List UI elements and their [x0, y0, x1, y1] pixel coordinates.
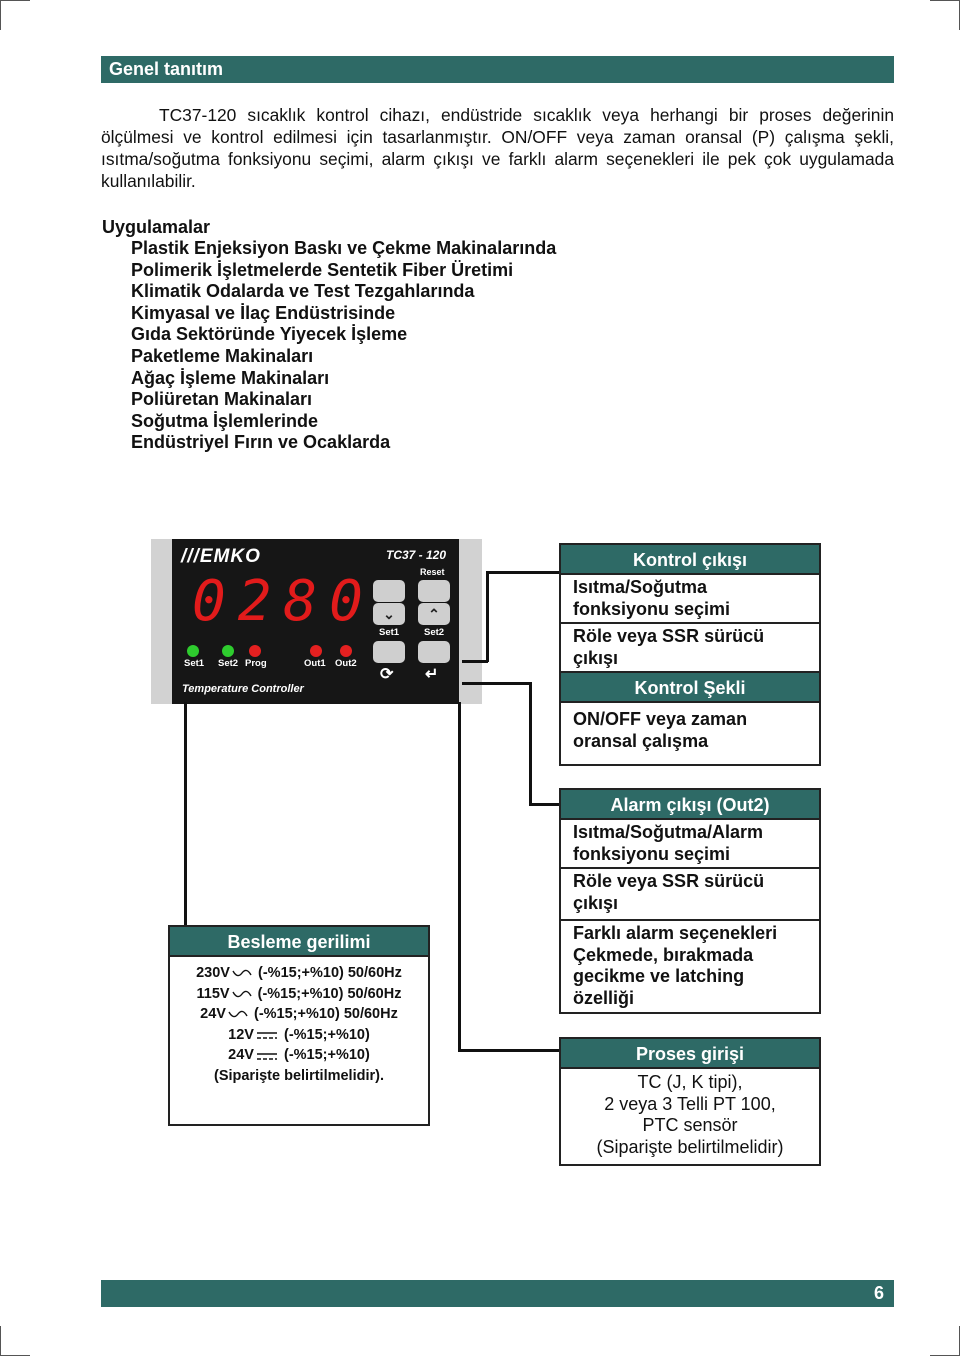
connector-line — [462, 660, 488, 663]
process-input-line: (Siparişte belirtilmelidir) — [596, 1136, 784, 1157]
application-item: Endüstriyel Fırın ve Ocaklarda — [131, 432, 391, 453]
power-supply-title: Besleme gerilimi — [170, 927, 428, 957]
process-input-line: TC (J, K tipi), — [637, 1072, 743, 1092]
prog-led — [249, 645, 261, 657]
application-item: Soğutma İşlemlerinde — [131, 410, 319, 431]
alarm-output-row: Röle veya SSR sürücü çıkışı — [561, 869, 819, 921]
application-item: Plastik Enjeksiyon Baskı ve Çekme Makina… — [131, 238, 557, 258]
application-item: Klimatik Odalarda ve Test Tezgahlarında — [131, 281, 475, 302]
crop-mark-bottom-right — [930, 1326, 960, 1356]
applications-title: Uygulamalar — [102, 217, 211, 237]
button-label: Set2 — [424, 627, 445, 638]
alarm-output-box: Alarm çıkışı (Out2) Isıtma/Soğutma/Alarm… — [559, 788, 821, 1014]
connector-line — [486, 571, 489, 662]
brand-logo: ///EMKO — [181, 546, 261, 567]
set1-led — [187, 645, 199, 657]
chevron-up-icon: ⌃ — [428, 605, 440, 622]
dc-symbol-icon — [256, 1032, 277, 1039]
process-input-title: Proses girişi — [561, 1039, 819, 1069]
cycle-icon: ⟳ — [380, 666, 394, 683]
section-title: Genel tanıtım — [109, 59, 224, 79]
connector-line — [529, 682, 532, 805]
down-button[interactable]: ⌄ — [373, 603, 405, 625]
application-item: Kimyasal ve İlaç Endüstrisinde — [131, 302, 396, 323]
dc-symbol-icon — [256, 1052, 277, 1060]
process-input-box: Proses girişi TC (J, K tipi), 2 veya 3 T… — [559, 1037, 821, 1166]
led-display: 0280 — [192, 569, 375, 634]
control-output-box: Kontrol çıkışı Isıtma/Soğutma fonksiyonu… — [559, 543, 821, 766]
power-supply-line: 24V (-%15;+%10) 50/60Hz — [200, 1006, 398, 1023]
reset-right-button[interactable] — [418, 580, 450, 602]
chevron-down-icon: ⌄ — [383, 605, 395, 622]
control-form-row: ON/OFF veya zaman oransal çalışma — [573, 709, 748, 751]
process-input-line: PTC sensör — [642, 1115, 738, 1135]
device-model: TC37 - 120 — [386, 548, 447, 562]
application-item: Poliüretan Makinaları — [131, 389, 313, 410]
control-output-title: Kontrol çıkışı — [561, 545, 819, 575]
led-label: Set2 — [218, 658, 239, 669]
alarm-output-title: Alarm çıkışı (Out2) — [561, 790, 819, 820]
intro-paragraph: TC37-120 sıcaklık kontrol cihazı, endüst… — [101, 104, 894, 192]
connector-line — [488, 571, 560, 574]
enter-icon: ↵ — [425, 666, 439, 683]
power-supply-line: 115V (-%15;+%10) 50/60Hz — [196, 985, 402, 1002]
power-supply-line: 12V (-%15;+%10) — [228, 1026, 370, 1043]
connector-line — [184, 702, 187, 927]
out2-led — [340, 645, 352, 657]
alarm-output-row: Farklı alarm seçenekleri Çekmede, bırakm… — [573, 923, 778, 1008]
connector-line — [458, 702, 461, 1051]
crop-mark-bottom-left — [0, 1326, 30, 1356]
control-output-row: Isıtma/Soğutma fonksiyonu seçimi — [561, 575, 819, 624]
connector-line — [458, 1049, 560, 1052]
mode-button[interactable] — [373, 641, 405, 663]
section-title-bar: Genel tanıtım — [101, 56, 894, 83]
power-supply-note: (Siparişte belirtilmelidir). — [213, 1067, 384, 1084]
device-caption: Temperature Controller — [182, 683, 304, 695]
crop-mark-top-right — [930, 0, 960, 30]
application-item: Ağaç İşleme Makinaları — [131, 367, 330, 388]
power-supply-line: 24V (-%15;+%10) — [228, 1047, 370, 1064]
crop-mark-top-left — [0, 0, 30, 30]
reset-label: Reset — [420, 567, 445, 577]
power-supply-body: 230V (-%15;+%10) 50/60Hz 115V (-%15;+%10… — [170, 957, 428, 1093]
power-supply-line: 230V (-%15;+%10) 50/60Hz — [196, 965, 402, 981]
page-number: 6 — [873, 1283, 884, 1303]
control-output-row: Röle veya SSR sürücü çıkışı — [561, 624, 819, 673]
reset-left-button[interactable] — [373, 580, 405, 602]
process-input-body: TC (J, K tipi), 2 veya 3 Telli PT 100, P… — [561, 1069, 819, 1161]
connector-line — [462, 682, 531, 685]
application-item: Paketleme Makinaları — [131, 345, 314, 366]
power-supply-box: Besleme gerilimi 230V (-%15;+%10) 50/60H… — [168, 925, 430, 1126]
button-label: Set1 — [379, 627, 400, 638]
led-label: Set1 — [184, 658, 205, 669]
applications-list: Plastik Enjeksiyon Baskı ve Çekme Makina… — [131, 238, 556, 454]
ac-symbol-icon — [232, 969, 252, 977]
alarm-output-row: Isıtma/Soğutma/Alarm fonksiyonu seçimi — [561, 820, 819, 869]
ac-symbol-icon — [228, 1011, 248, 1018]
led-label: Out2 — [335, 658, 357, 669]
application-item: Gıda Sektöründe Yiyecek İşleme — [131, 324, 408, 345]
set2-led — [222, 645, 234, 657]
process-input-line: 2 veya 3 Telli PT 100, — [604, 1093, 776, 1114]
out1-led — [310, 645, 322, 657]
footer-bar: 6 — [101, 1280, 894, 1307]
enter-button[interactable] — [418, 641, 450, 663]
ac-symbol-icon — [231, 990, 252, 997]
up-button[interactable]: ⌃ — [418, 603, 450, 625]
led-label: Out1 — [304, 658, 326, 669]
control-form-title: Kontrol Şekli — [561, 673, 819, 703]
connector-line — [529, 803, 560, 806]
intro-text: TC37-120 sıcaklık kontrol cihazı, endüst… — [101, 105, 894, 191]
device-front-panel — [172, 539, 459, 704]
application-item: Polimerik İşletmelerde Sentetik Fiber Ür… — [131, 259, 514, 280]
led-label: Prog — [245, 658, 267, 669]
logo-wing-icon: /// — [181, 546, 200, 567]
